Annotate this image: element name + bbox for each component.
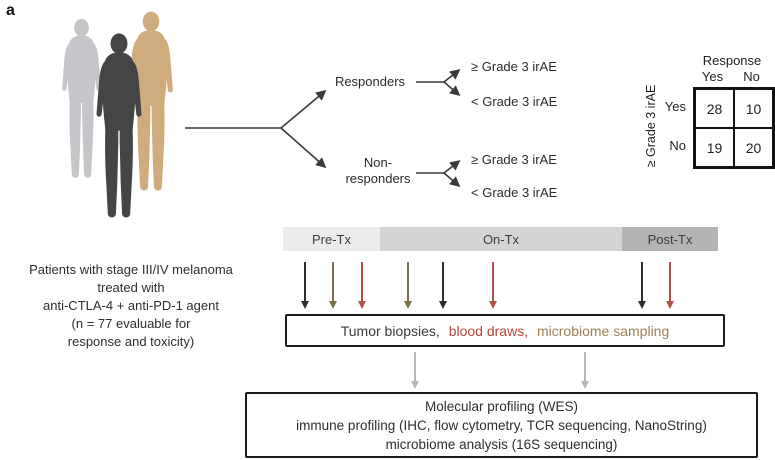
table-col-header-no: No — [743, 69, 760, 84]
nonresponders-line: responders — [345, 171, 411, 186]
microbiome-sampling-arrow — [404, 262, 413, 309]
cohort-line: response and toxicity) — [67, 334, 195, 349]
responders-label: Responders — [334, 74, 406, 89]
nonresponders-label: Non- responders — [336, 155, 420, 187]
profiling-box: Molecular profiling (WES) immune profili… — [245, 392, 758, 458]
flow-arrow — [411, 352, 420, 389]
microbiome-sampling-text: microbiome sampling — [536, 322, 670, 339]
table-row-header-no: No — [669, 138, 686, 153]
cohort-line: treated with — [97, 280, 165, 295]
table-row-header-yes: Yes — [664, 99, 686, 114]
cohort-line: (n = 77 evaluable for — [71, 316, 191, 331]
timeline-segment-pretx: Pre-Tx — [283, 227, 380, 251]
timeline-segment-ontx: On-Tx — [380, 227, 622, 251]
timeline-segment-posttx: Post-Tx — [622, 227, 718, 251]
timeline-label-ontx: On-Tx — [482, 231, 520, 247]
flow-arrows — [0, 352, 775, 389]
tumor-biopsy-arrow — [439, 262, 448, 309]
tumor-biopsy-arrow — [638, 262, 647, 309]
cohort-line: anti-CTLA-4 + anti-PD-1 agent — [43, 298, 219, 313]
sampling-box: Tumor biopsies, blood draws, microbiome … — [285, 314, 725, 347]
table-cell: 10 — [734, 89, 773, 128]
blood-draw-arrow — [358, 262, 367, 309]
timeline-label-pretx: Pre-Tx — [312, 231, 351, 247]
tumor-biopsy-arrow — [301, 262, 310, 309]
patient-figure-back-right — [129, 11, 173, 191]
blood-draw-arrow — [489, 262, 498, 309]
responders-ge-grade3-label: ≥ Grade 3 irAE — [471, 59, 557, 74]
table-row-axis-label: ≥ Grade 3 irAE — [644, 84, 658, 168]
nonresponders-ge-grade3-label: ≥ Grade 3 irAE — [471, 152, 557, 167]
table-col-header-yes: Yes — [701, 69, 724, 84]
tumor-biopsies-text: Tumor biopsies, — [340, 322, 440, 339]
responders-lt-grade3-label: < Grade 3 irAE — [471, 94, 558, 109]
immune-profiling-text: immune profiling (IHC, flow cytometry, T… — [296, 417, 707, 433]
microbiome-analysis-text: microbiome analysis (16S sequencing) — [385, 436, 618, 452]
microbiome-sampling-arrow — [329, 262, 338, 309]
patient-figure-front — [96, 33, 142, 218]
nonresponders-lt-grade3-label: < Grade 3 irAE — [471, 185, 558, 200]
sampling-arrows — [0, 262, 775, 309]
molecular-profiling-text: Molecular profiling (WES) — [424, 398, 579, 414]
nonresponders-line: Non- — [363, 155, 393, 170]
blood-draws-text: blood draws, — [448, 322, 529, 339]
patient-figure-back-left — [62, 18, 101, 178]
blood-draw-arrow — [666, 262, 675, 309]
timeline-label-posttx: Post-Tx — [647, 231, 693, 247]
table-cell: 19 — [695, 128, 734, 167]
cohort-line: Patients with stage III/IV melanoma — [29, 262, 233, 277]
table-cell: 28 — [695, 89, 734, 128]
panel-label: a — [6, 2, 15, 19]
table-title-response: Response — [702, 53, 762, 68]
flow-arrow — [581, 352, 590, 389]
table-cell: 20 — [734, 128, 773, 167]
contingency-table: 28 10 19 20 — [693, 87, 775, 169]
cohort-description: Patients with stage III/IV melanoma trea… — [0, 261, 262, 351]
